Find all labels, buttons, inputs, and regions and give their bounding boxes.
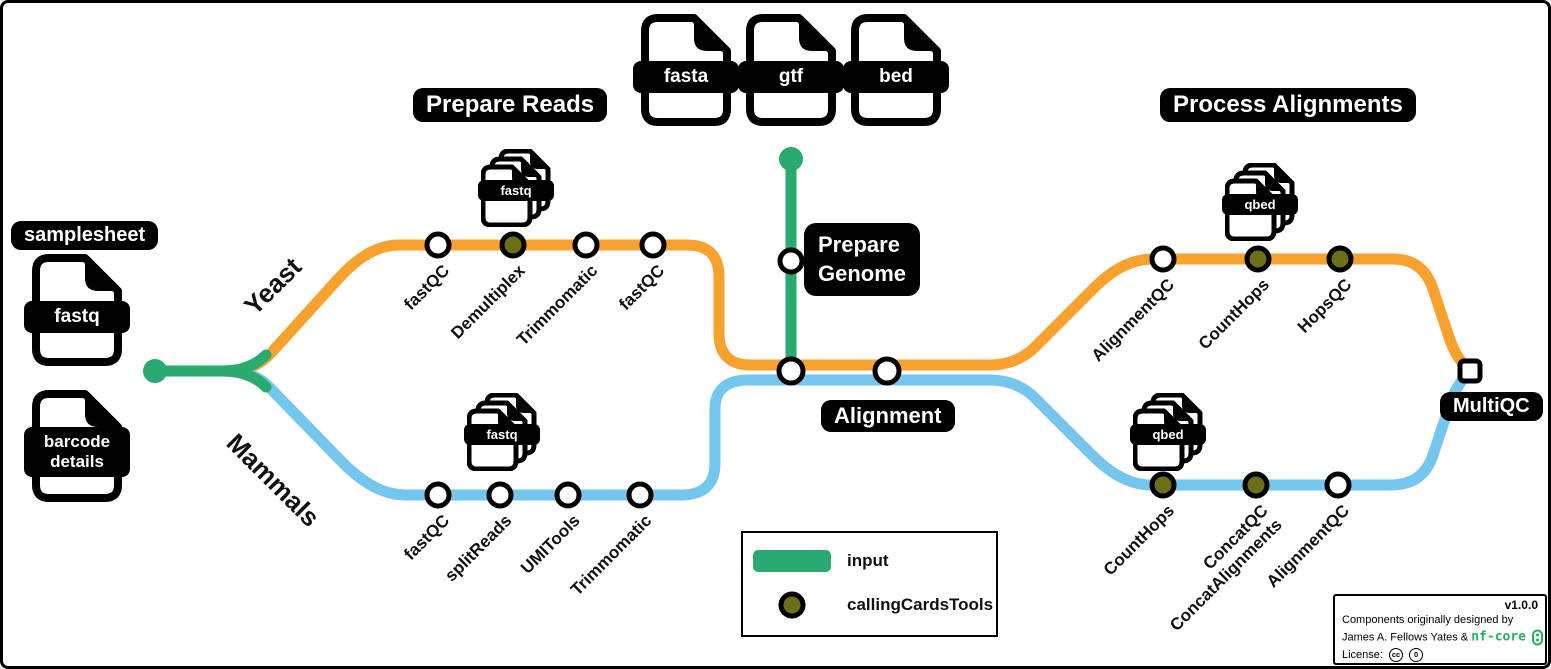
station-process-bottom-alignmentqc [1324,471,1352,499]
qbed-stack-icon-bottom: qbed [1130,393,1206,471]
license-label: License: [1342,649,1383,661]
process-alignments-title: Process Alignments [1160,88,1416,122]
station-alignment [872,356,902,386]
nf-core-wordmark: nf-core [1471,629,1527,645]
legend: input callingCardsTools [741,531,998,637]
fasta-file-icon: fasta [633,13,739,127]
cc-license-icon: cc [1389,648,1404,663]
qbed-stack-icon-top: qbed [1222,163,1298,241]
genome-input-dot [779,147,803,171]
fastq-stack-icon-mammals: fastq [464,393,540,471]
station-mammals-splitreads [486,481,514,509]
station-process-top-counthops [1244,245,1272,273]
input-color-swatch [753,550,831,572]
license-line: License: cc 0 [1342,648,1539,663]
barcode-details-file-label: barcode details [24,426,130,478]
legend-input-label: input [847,551,889,570]
station-process-top-hopsqc [1326,245,1354,273]
fastq-stack-label: fastq [478,180,554,202]
credit-line-2: James A. Fellows Yates & nf-core [1342,629,1544,646]
fastq-stack-icon-yeast: fastq [478,149,554,227]
legend-row-input: input [753,545,996,577]
alignment-title: Alignment [821,400,955,432]
station-yeast-demultiplex [499,231,527,259]
station-yeast-fastqc-1 [424,231,452,259]
yeast-line [149,239,1476,377]
station-process-bottom-concat [1242,471,1270,499]
mammals-line [149,365,1476,501]
samplesheet-title: samplesheet [11,221,159,250]
bed-file-label: bed [843,60,949,93]
station-genome-junction [776,356,806,386]
gtf-file-label: gtf [738,60,844,93]
callingcardstools-node-icon [778,591,806,619]
station-process-top-alignmentqc [1149,245,1177,273]
prepare-genome-title: Prepare Genome [804,223,921,297]
barcode-details-file-icon: barcode details [24,389,130,503]
fastq-stack-label: fastq [464,424,540,446]
station-prepare-genome [777,247,805,275]
multiqc-terminal [1457,358,1483,384]
fastq-file-icon: fastq [24,253,130,367]
credit-line-1: Components originally designed by [1342,614,1514,626]
input-line [149,349,272,393]
bed-file-icon: bed [843,13,949,127]
fasta-file-label: fasta [633,60,739,93]
station-mammals-fastqc [424,481,452,509]
gtf-file-icon: gtf [738,13,844,127]
station-yeast-trimmomatic [572,231,600,259]
fastq-file-label: fastq [24,300,130,333]
input-start-dot [143,359,167,383]
station-mammals-umitools [554,481,582,509]
credit-authors: James A. Fellows Yates & [1342,631,1469,644]
multiqc-title: MultiQC [1440,392,1543,421]
station-yeast-fastqc-2 [639,231,667,259]
metro-lines [143,147,1483,509]
legend-callingcardstools-label: callingCardsTools [847,595,994,614]
credits: v1.0.0 Components originally designed by… [1333,594,1547,665]
qbed-stack-label: qbed [1130,424,1206,446]
prepare-reads-title: Prepare Reads [413,88,608,122]
qbed-stack-label: qbed [1222,194,1298,216]
station-mammals-trimmomatic [626,481,654,509]
legend-row-callingcardstools: callingCardsTools [753,589,996,621]
nf-core-logo-icon [1532,629,1544,646]
version-badge: v1.0.0 [1504,598,1538,612]
station-process-bottom-counthops [1149,471,1177,499]
cc-zero-icon: 0 [1409,648,1424,663]
